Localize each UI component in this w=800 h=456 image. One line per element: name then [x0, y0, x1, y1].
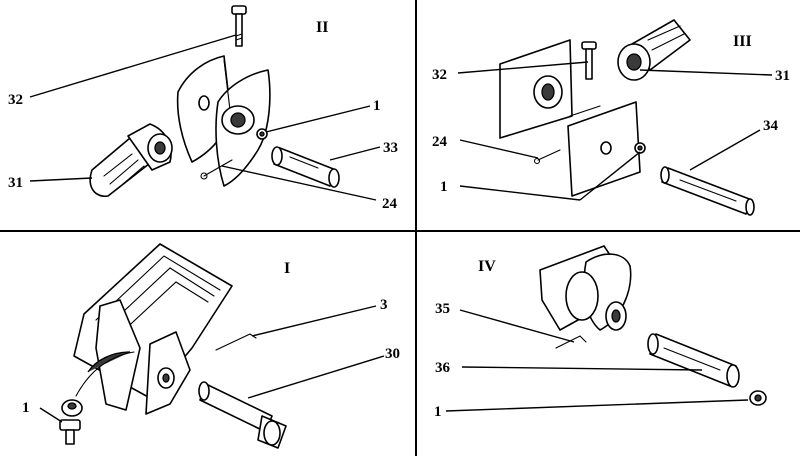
- callout-33: 33: [383, 140, 398, 156]
- callout-34-iii: 34: [763, 118, 779, 134]
- leader-1: [265, 105, 371, 133]
- bracket-iv-drawing: [539, 245, 632, 331]
- leader-31-iii: [639, 69, 773, 76]
- pin-33-drawing: [271, 146, 340, 188]
- leader-1-i: [39, 407, 63, 423]
- panel-iii: III: [432, 19, 790, 216]
- leader-30: [247, 355, 385, 399]
- panel-iv-numeral: IV: [478, 258, 496, 275]
- bolt-32-drawing: [231, 5, 247, 47]
- callout-1-iii: 1: [440, 179, 448, 195]
- callout-36: 36: [435, 360, 451, 376]
- callout-35: 35: [435, 301, 450, 317]
- leader-32-iii: [457, 61, 589, 74]
- leader-34-iii: [689, 129, 761, 171]
- callout-31-iii: 31: [775, 68, 790, 84]
- leader-31: [29, 177, 93, 182]
- lever-31-drawing-iii: [617, 19, 691, 81]
- callout-30: 30: [385, 346, 400, 362]
- panel-i: I: [22, 243, 400, 449]
- rod-3-drawing: [215, 333, 257, 351]
- callout-1-i: 1: [22, 400, 30, 416]
- leader-1-iii-a: [459, 185, 581, 201]
- callout-3: 3: [380, 297, 388, 313]
- cotter-35-drawing: [555, 335, 587, 349]
- nut-1-drawing: [256, 128, 268, 140]
- callout-1: 1: [373, 98, 381, 114]
- support-plates-drawing: [176, 55, 271, 187]
- callout-32: 32: [8, 92, 23, 108]
- panel-iii-numeral: III: [733, 33, 752, 50]
- lever-31-drawing: [89, 123, 173, 197]
- leader-1-iv: [445, 399, 749, 412]
- callout-32-iii: 32: [432, 67, 447, 83]
- leader-36: [461, 366, 703, 371]
- panel-iv: IV 35 36 1: [434, 245, 767, 420]
- pin-34-drawing: [660, 166, 755, 216]
- leader-3: [251, 305, 377, 337]
- pin-30-drawing: [198, 381, 287, 449]
- leader-33: [329, 146, 381, 161]
- frame-drawing: [73, 243, 233, 415]
- panel-ii-numeral: II: [316, 19, 328, 36]
- callout-1-iv: 1: [434, 404, 442, 420]
- leader-32: [29, 34, 237, 98]
- bolt-32-drawing-iii: [581, 41, 597, 80]
- callout-24-iii: 24: [432, 134, 448, 150]
- cotter-pin-24-drawing: [533, 142, 646, 165]
- panel-ii: II: [8, 5, 398, 212]
- callout-24: 24: [382, 196, 398, 212]
- leader-24-iii: [459, 139, 539, 159]
- panel-i-numeral: I: [284, 260, 290, 277]
- bracket-plates-drawing: [499, 39, 641, 197]
- callout-31: 31: [8, 175, 23, 191]
- leader-24: [221, 165, 377, 201]
- leader-35: [459, 309, 575, 343]
- nut-1-drawing-i: [59, 399, 83, 445]
- leader-1-iii-b: [579, 151, 641, 201]
- nut-1-drawing-iv: [749, 390, 767, 406]
- pin-36-drawing: [647, 333, 740, 388]
